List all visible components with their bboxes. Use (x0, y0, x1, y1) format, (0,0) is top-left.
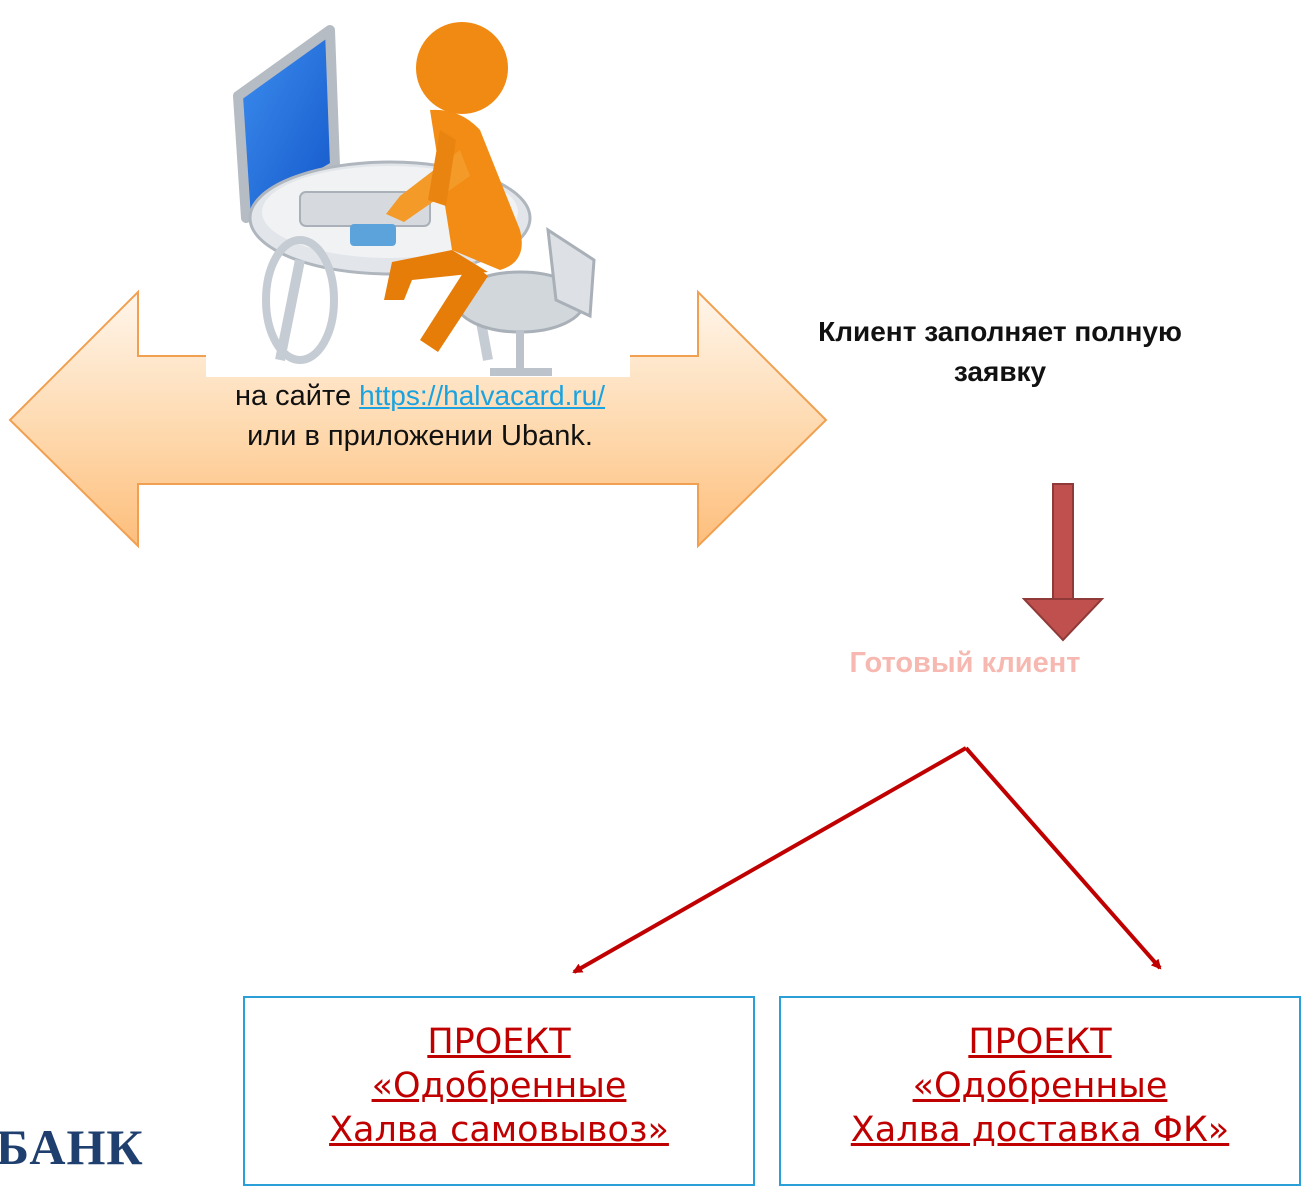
project-name-line[interactable]: Халва доставка ФК» (850, 1110, 1230, 1150)
branch-arrow-left (572, 746, 967, 974)
down-arrow (1021, 483, 1105, 642)
project-box-pickup[interactable]: ПРОЕКТ «Одобренные Халва самовывоз» (243, 996, 755, 1186)
branch-arrows (572, 746, 1162, 974)
ready-client-label: Готовый клиент (849, 647, 1081, 679)
project-name-line[interactable]: «Одобренные (371, 1066, 627, 1106)
project-name-line[interactable]: Халва самовывоз» (329, 1110, 669, 1150)
double-arrow-shape (8, 289, 828, 549)
bank-logo: БАНК (0, 1119, 144, 1175)
project-title[interactable]: ПРОЕКТ (427, 1022, 571, 1062)
branch-arrow-right (964, 746, 1162, 970)
arrow-caption-line2: или в приложении (247, 420, 502, 452)
person-at-computer-illustration (206, 7, 630, 377)
halvacard-link[interactable]: https://halvacard.ru/ (359, 380, 606, 411)
ubank-app-name: Ubank. (501, 420, 593, 452)
project-name-line[interactable]: «Одобренные (912, 1066, 1168, 1106)
step-fill-application: Клиент заполняет полную заявку (818, 316, 1182, 387)
arrow-caption-prefix: на сайте (234, 380, 360, 412)
arrow-caption: на сайте https://halvacard.ru/ или в при… (130, 376, 710, 456)
project-box-delivery[interactable]: ПРОЕКТ «Одобренные Халва доставка ФК» (779, 996, 1301, 1186)
flow-diagram (8, 7, 1162, 974)
project-title[interactable]: ПРОЕКТ (968, 1022, 1112, 1062)
